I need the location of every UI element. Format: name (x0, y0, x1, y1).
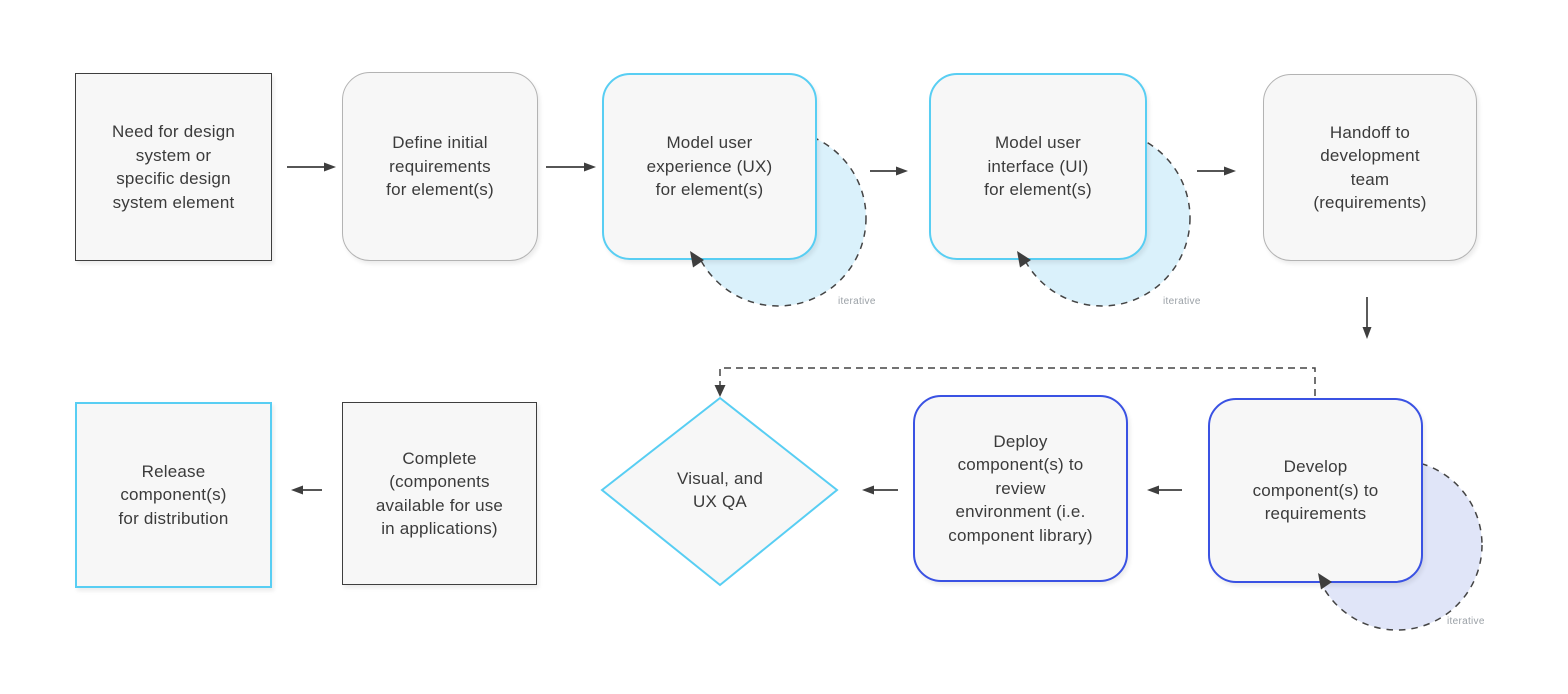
node-model-user-experience: Model user experience (UX) for element(s… (602, 73, 817, 260)
decision-diamond-shape (600, 396, 839, 587)
node-label: Define initial requirements for element(… (386, 133, 494, 200)
node-need-for-design-system: Need for design system or specific desig… (75, 73, 272, 261)
iterative-label-ux: iterative (838, 296, 876, 307)
node-deploy-components: Deploy component(s) to review environmen… (913, 395, 1128, 582)
node-label: Handoff to development team (requirement… (1313, 122, 1427, 213)
iterative-label-ui: iterative (1163, 296, 1201, 307)
node-release-components: Release component(s) for distribution (75, 402, 272, 588)
node-handoff-to-development: Handoff to development team (requirement… (1263, 74, 1477, 261)
node-visual-ux-qa: Visual, and UX QA (610, 462, 830, 518)
node-complete: Complete (components available for use i… (342, 402, 537, 585)
node-develop-components: Develop component(s) to requirements (1208, 398, 1423, 583)
node-label: Release component(s) for distribution (118, 461, 229, 528)
node-label: Need for design system or specific desig… (111, 122, 236, 212)
node-label: Model user interface (UI) for element(s) (984, 133, 1092, 200)
node-label: Develop component(s) to requirements (1252, 457, 1379, 524)
node-define-initial-requirements: Define initial requirements for element(… (342, 72, 538, 261)
node-model-user-interface: Model user interface (UI) for element(s) (929, 73, 1147, 260)
node-label: Visual, and UX QA (676, 468, 763, 512)
iterative-label-develop: iterative (1447, 616, 1485, 627)
node-label: Model user experience (UX) for element(s… (646, 133, 773, 200)
node-label: Complete (components available for use i… (375, 448, 504, 539)
node-label: Deploy component(s) to review environmen… (948, 431, 1093, 545)
